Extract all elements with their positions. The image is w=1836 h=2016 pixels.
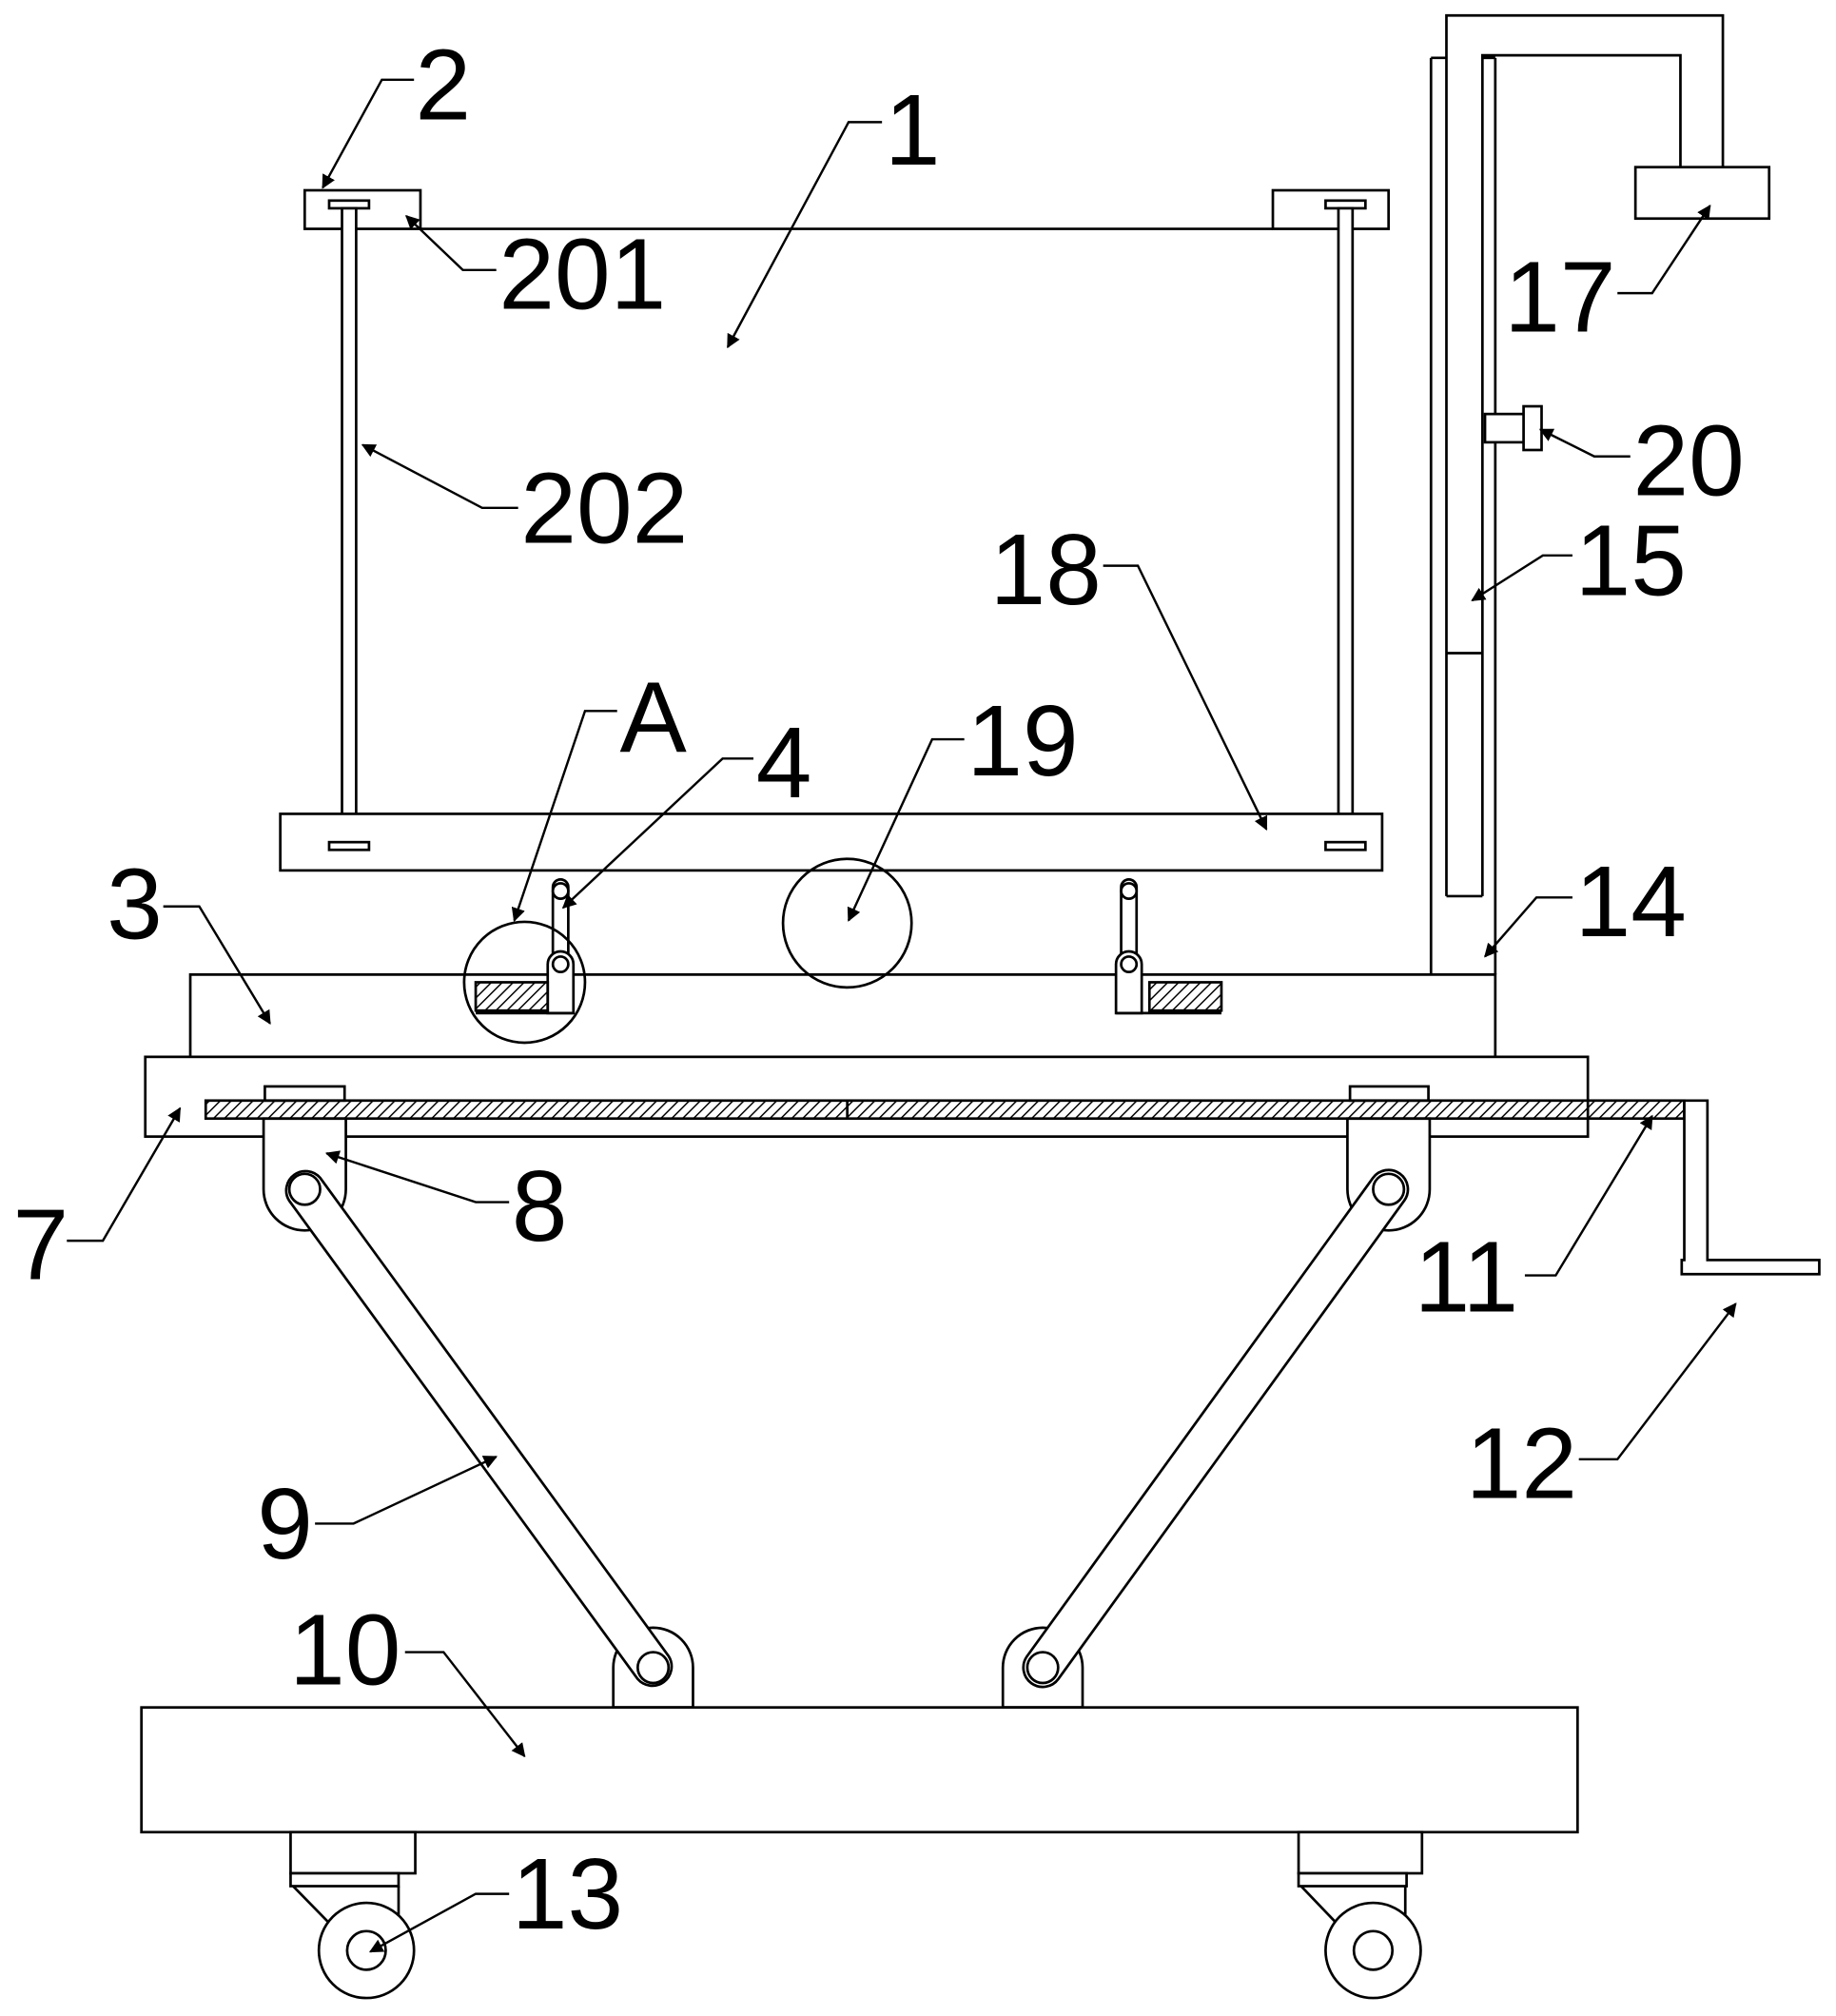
label-8: 8: [512, 1151, 568, 1262]
reference-labels: 2 1 201 17 202 20 18 15 A 4 19 3 14 7 8 …: [13, 30, 1745, 1950]
slider-top-left: [264, 1085, 346, 1103]
rod-left-body: [341, 206, 358, 844]
leader-10: [404, 1651, 526, 1758]
knob-stem: [1483, 412, 1528, 444]
label-13: 13: [512, 1839, 623, 1950]
leader-202: [361, 443, 518, 510]
label-11: 11: [1415, 1222, 1518, 1333]
label-19: 19: [967, 686, 1078, 797]
label-201: 201: [498, 219, 666, 330]
pin-bottom-left: [636, 1651, 671, 1685]
leader-19: [847, 737, 965, 922]
chain-pin-right-top: [1120, 882, 1139, 900]
label-18: 18: [990, 515, 1102, 626]
leader-11: [1524, 1114, 1653, 1277]
rod-left-bottom-cap-front: [327, 840, 371, 851]
leader-13: [368, 1892, 510, 1953]
caster-right: [1297, 1830, 1424, 2000]
knob-head: [1522, 404, 1543, 452]
label-1: 1: [885, 75, 941, 186]
chain-pin-left-top: [551, 882, 570, 900]
rod-right-bottom-cap: [1324, 840, 1367, 851]
label-20: 20: [1632, 405, 1744, 517]
caster-left: [289, 1830, 417, 2000]
label-4: 4: [756, 708, 812, 819]
chain-right: [1114, 878, 1223, 1015]
label-17: 17: [1504, 243, 1615, 354]
leader-1: [726, 121, 883, 349]
caster-left-plate: [289, 1871, 400, 1888]
label-15: 15: [1575, 506, 1687, 617]
label-2: 2: [416, 30, 472, 142]
link-left: [284, 1169, 674, 1688]
label-14: 14: [1575, 847, 1687, 958]
upper-frame: [279, 188, 1391, 872]
label-3: 3: [107, 850, 163, 961]
leader-18: [1103, 564, 1268, 831]
caster-left-block: [289, 1830, 417, 1875]
base-plate: [140, 1706, 1579, 1834]
screw-rod: [204, 1099, 1686, 1121]
slide-box: [144, 1055, 1590, 1138]
pin-top-left: [287, 1172, 322, 1206]
leader-201: [405, 215, 497, 272]
label-a: A: [619, 663, 687, 774]
pipe-outer: [1445, 13, 1725, 896]
leader-3: [163, 905, 271, 1025]
spring-left: [474, 981, 550, 1012]
leader-4: [561, 757, 754, 910]
label-10: 10: [289, 1595, 400, 1706]
leader-7: [67, 1106, 182, 1243]
leader-17: [1617, 205, 1711, 295]
label-12: 12: [1466, 1408, 1577, 1519]
caster-right-block: [1297, 1830, 1424, 1875]
leader-2: [322, 78, 415, 189]
leader-9: [315, 1456, 498, 1525]
wheel-right-hub: [1352, 1929, 1395, 1971]
leader-15: [1471, 554, 1572, 602]
caster-right-plate: [1297, 1871, 1408, 1888]
leader-14: [1484, 896, 1572, 958]
leader-a: [511, 710, 617, 922]
pin-bottom-right: [1025, 1651, 1060, 1685]
slider-top-right: [1348, 1085, 1430, 1103]
crank-handle: [1680, 1099, 1821, 1276]
nozzle-box: [1633, 166, 1771, 221]
chain-pin-right-bottom: [1120, 955, 1139, 974]
link-right: [1022, 1168, 1410, 1689]
pin-top-right: [1372, 1172, 1406, 1206]
chain-pin-left-bottom: [551, 955, 570, 974]
leader-20: [1538, 428, 1631, 458]
leader-12: [1578, 1302, 1737, 1461]
upper-box: [188, 973, 1497, 1057]
chain-left: [474, 878, 576, 1015]
label-7: 7: [13, 1190, 69, 1302]
rod-right-body: [1337, 206, 1355, 844]
top-bracket-left: [303, 188, 422, 230]
leader-8: [324, 1150, 510, 1204]
leader-lines: [67, 78, 1737, 1953]
pipe-inner: [1480, 53, 1682, 896]
label-202: 202: [520, 453, 688, 564]
wheel-left-hub: [345, 1929, 387, 1971]
label-9: 9: [257, 1469, 313, 1580]
round-component: [781, 857, 913, 989]
spring-right: [1147, 981, 1223, 1012]
